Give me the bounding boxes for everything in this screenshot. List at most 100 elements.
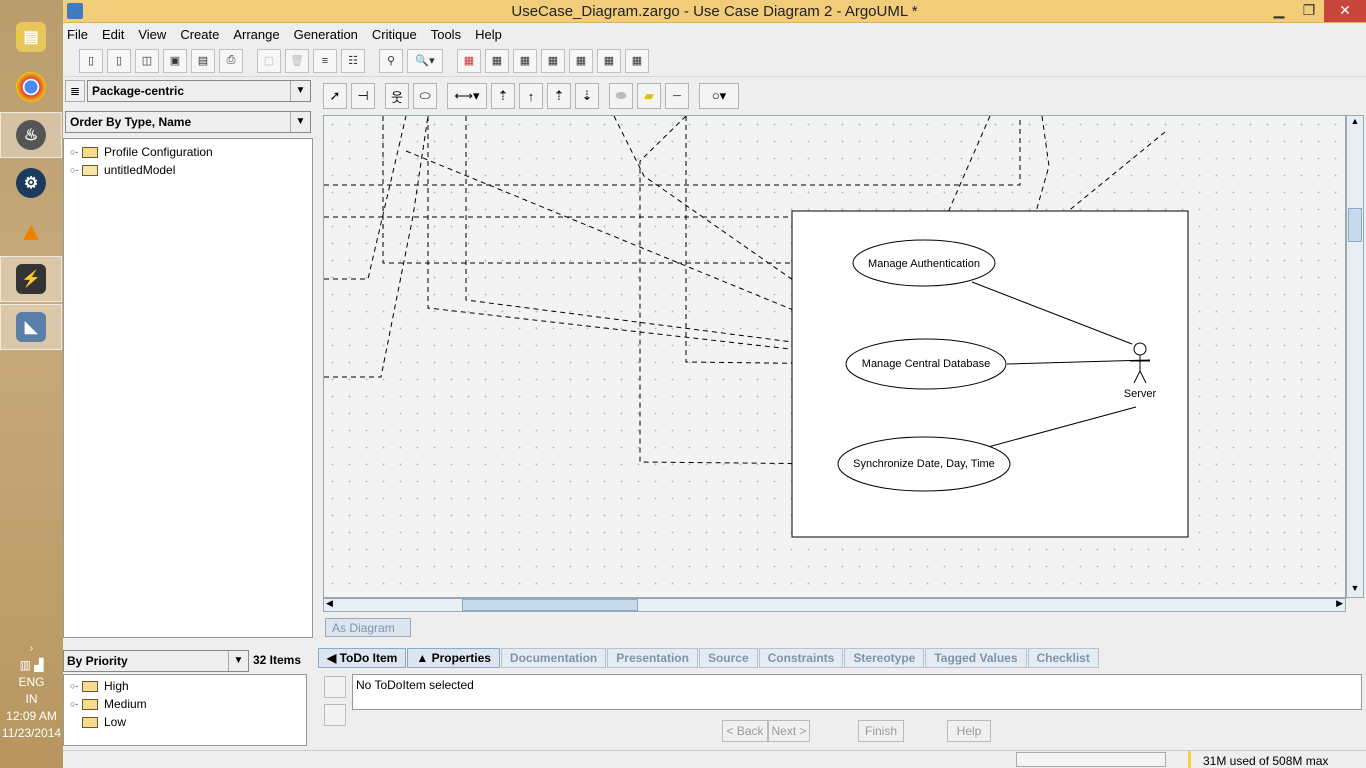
horizontal-scroll-thumb[interactable] bbox=[462, 599, 638, 611]
association-line[interactable] bbox=[1006, 359, 1151, 365]
association-line[interactable] bbox=[971, 281, 1133, 345]
scroll-up-icon[interactable]: ▲ bbox=[1350, 116, 1360, 126]
save-as-icon[interactable]: ▤ bbox=[191, 48, 215, 73]
menu-arrange[interactable]: Arrange bbox=[233, 26, 280, 42]
extend-icon[interactable]: ⇡ bbox=[547, 83, 571, 109]
usecase-manage-central-database[interactable]: Manage Central Database bbox=[845, 338, 1007, 390]
dependency-line[interactable] bbox=[324, 116, 429, 378]
maximize-button[interactable]: ❐ bbox=[1302, 2, 1316, 18]
dependency-line[interactable] bbox=[324, 116, 1021, 186]
actor-icon[interactable]: 웃 bbox=[385, 83, 409, 109]
select-arrow-icon[interactable]: ➚ bbox=[323, 83, 347, 109]
menu-view[interactable]: View bbox=[138, 26, 167, 42]
dependency-line[interactable] bbox=[465, 116, 839, 348]
new-from-template-icon[interactable]: ▯ bbox=[107, 48, 131, 73]
tray-language[interactable]: ENG bbox=[18, 675, 45, 689]
menu-tools[interactable]: Tools bbox=[430, 26, 462, 42]
menu-generation[interactable]: Generation bbox=[293, 26, 358, 42]
include-icon[interactable]: ⇣ bbox=[575, 83, 599, 109]
tab-todo-item[interactable]: ◀ ToDo Item bbox=[318, 648, 407, 668]
todo-grouping-combo[interactable]: By Priority ▼ bbox=[63, 650, 249, 672]
open-project-icon[interactable]: ◫ bbox=[135, 48, 159, 73]
vertical-scroll-thumb[interactable] bbox=[1348, 208, 1362, 242]
critique-icon[interactable]: ▦ bbox=[457, 48, 481, 73]
chevron-down-icon[interactable]: ▼ bbox=[228, 651, 248, 671]
tab-documentation[interactable]: Documentation bbox=[500, 648, 607, 668]
menu-create[interactable]: Create bbox=[180, 26, 220, 42]
comment-link-icon[interactable]: ┈ bbox=[665, 83, 689, 109]
statechart-diagram-icon[interactable]: ▦ bbox=[597, 48, 621, 73]
vlc-taskbar-button[interactable]: ▲ bbox=[0, 208, 62, 254]
tab-constraints[interactable]: Constraints bbox=[758, 648, 844, 668]
scroll-right-icon[interactable]: ▶ bbox=[1336, 598, 1343, 608]
tree-item-untitled-model[interactable]: ○- untitledModel bbox=[64, 161, 312, 179]
todo-priority-medium[interactable]: ○- Medium bbox=[64, 695, 306, 713]
print-icon[interactable]: ⎙ bbox=[219, 48, 243, 73]
order-combo[interactable]: Order By Type, Name ▼ bbox=[65, 111, 311, 133]
expand-handle-icon[interactable]: ○- bbox=[70, 147, 79, 157]
menu-help[interactable]: Help bbox=[475, 26, 502, 42]
sequence-diagram-icon[interactable]: ▦ bbox=[541, 48, 565, 73]
app-taskbar-button[interactable]: ♨ bbox=[0, 112, 62, 158]
finish-button[interactable]: Finish bbox=[858, 720, 904, 742]
align-icon[interactable]: ≡ bbox=[313, 48, 337, 73]
help-button[interactable]: Help bbox=[947, 720, 991, 742]
save-project-icon[interactable]: ▣ bbox=[163, 48, 187, 73]
broom-icon[interactable]: ⊣ bbox=[351, 83, 375, 109]
usecase-manage-authentication[interactable]: Manage Authentication bbox=[852, 239, 996, 287]
expand-handle-icon[interactable]: ○- bbox=[70, 699, 79, 709]
delete-icon[interactable]: 🗑 bbox=[285, 48, 309, 73]
perspective-combo[interactable]: Package-centric ▼ bbox=[87, 80, 311, 102]
expand-handle-icon[interactable]: ○- bbox=[70, 681, 79, 691]
resolve-todo-icon[interactable] bbox=[324, 704, 346, 726]
horizontal-scrollbar[interactable]: ◀ ▶ bbox=[323, 598, 1346, 612]
scroll-down-icon[interactable]: ▼ bbox=[1350, 583, 1360, 593]
tray-time[interactable]: 12:09 AM bbox=[6, 709, 57, 723]
tray-date[interactable]: 11/23/2014 bbox=[1, 726, 62, 740]
tray-expand-icon[interactable]: › bbox=[29, 643, 34, 654]
scroll-left-icon[interactable]: ◀ bbox=[326, 598, 333, 608]
chevron-down-icon[interactable]: ▼ bbox=[290, 112, 310, 132]
chevron-down-icon[interactable]: ▼ bbox=[290, 81, 310, 101]
menu-file[interactable]: File bbox=[67, 26, 88, 42]
association-icon[interactable]: ⟷▾ bbox=[447, 83, 487, 109]
tree-item-profile-configuration[interactable]: ○- Profile Configuration bbox=[64, 143, 312, 161]
back-button[interactable]: < Back bbox=[722, 720, 768, 742]
file-explorer-taskbar-button[interactable]: ▤ bbox=[0, 14, 62, 60]
todo-priority-high[interactable]: ○- High bbox=[64, 677, 306, 695]
find-binoculars-icon[interactable]: ⚲ bbox=[379, 48, 403, 73]
class-diagram-icon[interactable]: ▦ bbox=[485, 48, 509, 73]
network-icon[interactable]: ▥ ▟ bbox=[19, 658, 44, 672]
expand-handle-icon[interactable]: ○- bbox=[70, 165, 79, 175]
comment-note-icon[interactable]: ▰ bbox=[637, 83, 661, 109]
usecase-diagram-icon[interactable]: ▦ bbox=[513, 48, 537, 73]
vertical-scrollbar[interactable]: ▲ ▼ bbox=[1346, 115, 1364, 598]
menu-critique[interactable]: Critique bbox=[371, 26, 417, 42]
usecase-ellipse-icon[interactable]: ⬭ bbox=[413, 83, 437, 109]
actor-server[interactable]: Server bbox=[1124, 342, 1157, 400]
diagram-canvas[interactable]: Manage Authentication Manage Central Dat… bbox=[323, 115, 1346, 598]
activity-diagram-icon[interactable]: ▦ bbox=[625, 48, 649, 73]
configure-perspective-icon[interactable]: ≣ bbox=[65, 80, 85, 102]
usecase-synchronize-date[interactable]: Synchronize Date, Day, Time bbox=[837, 436, 1011, 492]
dependency-line[interactable] bbox=[324, 116, 407, 280]
close-button[interactable]: ✕ bbox=[1324, 0, 1366, 22]
generalization-icon[interactable]: ↑ bbox=[519, 83, 543, 109]
tab-source[interactable]: Source bbox=[698, 648, 758, 668]
tab-checklist[interactable]: Checklist bbox=[1027, 648, 1099, 668]
todo-priority-low[interactable]: Low bbox=[64, 713, 306, 731]
steam-taskbar-button[interactable]: ⚙ bbox=[0, 160, 62, 206]
shape-circle-icon[interactable]: ○▾ bbox=[699, 83, 739, 109]
tab-properties[interactable]: ▲ Properties bbox=[407, 648, 500, 668]
dependency-line[interactable] bbox=[427, 116, 852, 356]
zoom-icon[interactable]: 🔍▾ bbox=[407, 48, 443, 73]
chrome-taskbar-button[interactable] bbox=[0, 64, 62, 110]
tab-tagged-values[interactable]: Tagged Values bbox=[925, 648, 1027, 668]
dependency-icon[interactable]: ⇡ bbox=[491, 83, 515, 109]
association-line[interactable] bbox=[987, 406, 1137, 448]
minimize-button[interactable]: ▁ bbox=[1273, 2, 1285, 18]
new-project-icon[interactable]: ▯ bbox=[79, 48, 103, 73]
dependency-line[interactable] bbox=[382, 116, 854, 263]
menu-edit[interactable]: Edit bbox=[101, 26, 125, 42]
tab-as-diagram[interactable]: As Diagram bbox=[325, 618, 411, 637]
